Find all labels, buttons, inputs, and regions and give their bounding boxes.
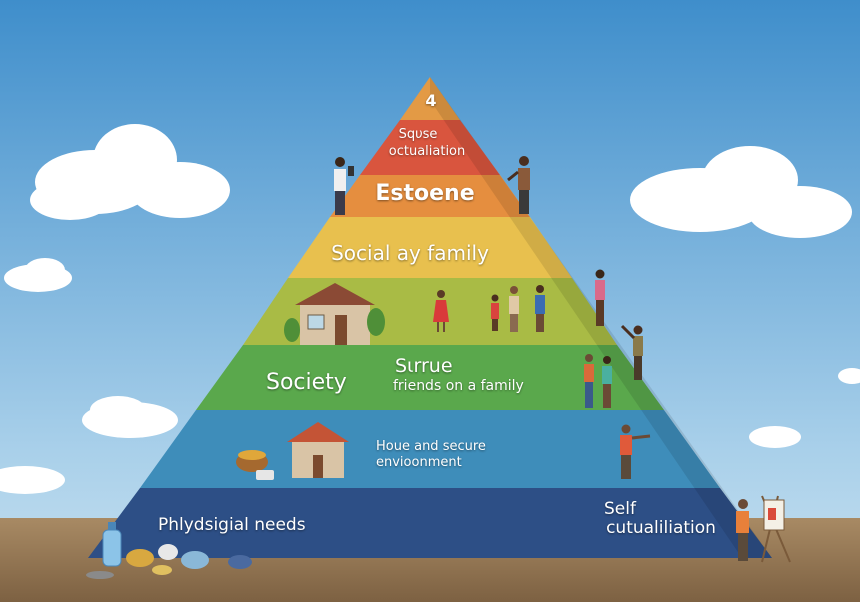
cloud-right <box>630 146 852 238</box>
tier-8-label: Phlydsigial needs <box>158 515 306 535</box>
tier-4-label: Social ay family <box>331 241 489 265</box>
person-woman-red-dress <box>433 290 449 332</box>
family-group <box>491 285 545 332</box>
cloud-bottom-left <box>0 466 65 494</box>
person-with-tablet <box>334 157 354 215</box>
person-on-tier-7 <box>620 424 651 479</box>
pyramid-tier-7 <box>140 410 720 488</box>
tier-8-side-label: Self <box>604 499 636 519</box>
tier-7-sublabel: envioonment <box>376 455 462 470</box>
pyramid-tier-3 <box>330 175 530 217</box>
painter-with-easel <box>736 495 791 563</box>
cloud-lower-left <box>82 396 178 438</box>
tier-8-side-sublabel: cutualiliation <box>606 518 716 538</box>
tier-7-label: Ηoue and secure <box>376 439 486 454</box>
tier-3-label: Estoene <box>375 181 475 206</box>
person-pointing-right <box>620 324 643 380</box>
person-climbing-right <box>595 269 605 326</box>
food-items-icon <box>86 544 252 579</box>
house-icon-small <box>287 422 349 478</box>
pyramid-tier-2 <box>360 120 500 175</box>
tier-6-label: Society <box>266 370 347 395</box>
tier-6-sublabel: friends on a family <box>393 378 524 394</box>
tier-2-label: Sqυse <box>398 127 438 142</box>
cloud-small-left <box>4 258 72 292</box>
house-icon <box>284 283 385 345</box>
tier-2-sublabel: octualiation <box>388 144 466 159</box>
cloud-left <box>30 124 230 220</box>
pyramid-tier-4 <box>288 217 572 278</box>
couple-on-society-tier <box>584 354 612 408</box>
water-bottle-icon <box>102 522 122 567</box>
tier-1-label: 4 <box>425 91 437 110</box>
pyramid-tier-1 <box>400 77 460 120</box>
pyramid-tier-8 <box>88 488 772 558</box>
pyramid-tier-6 <box>196 345 664 410</box>
person-standing-top <box>507 156 530 214</box>
food-bowl-icon <box>236 450 274 480</box>
cloud-lower-right <box>749 368 860 448</box>
tier-6-mid-label: Sιrrue <box>395 355 453 377</box>
